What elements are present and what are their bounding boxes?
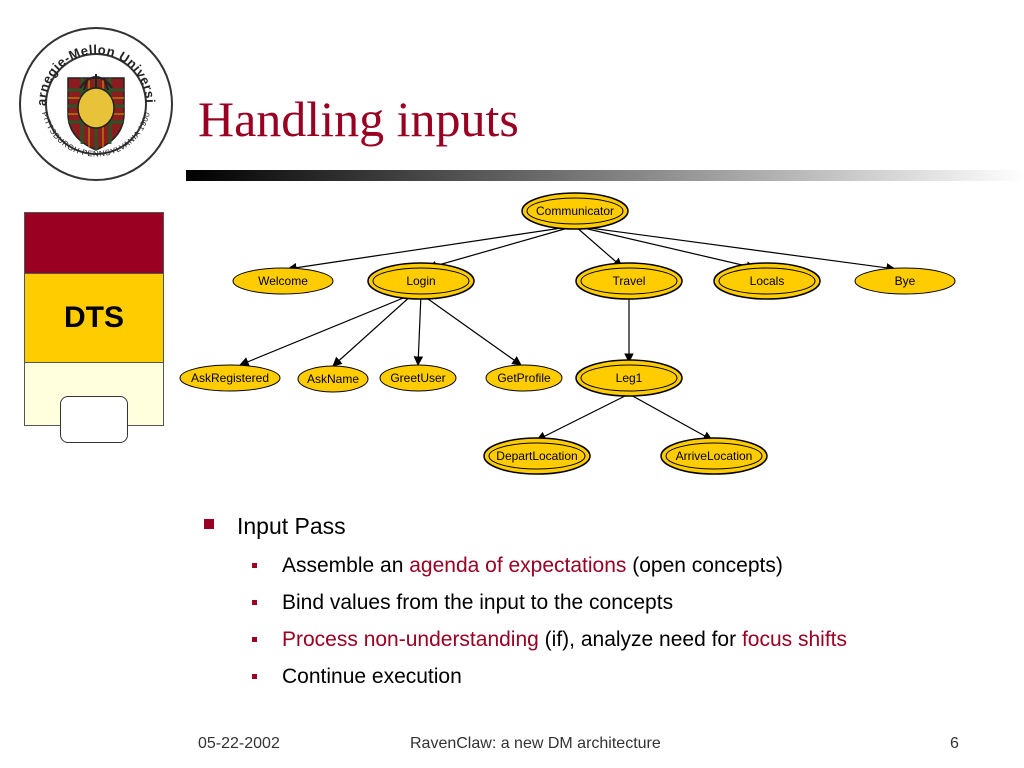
footer-title: RavenClaw: a new DM architecture — [410, 735, 661, 752]
edge-communicator-locals — [574, 225, 756, 271]
node-askname-label: AskName — [307, 372, 359, 386]
sub-bullet-list: Assemble an agenda of expectations (open… — [200, 547, 1010, 695]
title-underline — [186, 170, 1024, 181]
node-greetuser-label: GreetUser — [390, 371, 445, 385]
sub-bullet-item: Continue execution — [200, 658, 1010, 695]
node-communicator: Communicator — [521, 192, 629, 230]
dts-label: DTS — [64, 301, 124, 334]
node-askregistered: AskRegistered — [179, 364, 281, 392]
edge-leg1-departlocation — [536, 393, 630, 441]
edge-login-getprofile — [420, 293, 522, 366]
sub-bullet-text: Assemble an — [282, 553, 410, 577]
node-askregistered-label: AskRegistered — [191, 371, 269, 385]
cmu-seal-logo: Carnegie-Mellon University PITTSBURGH PE… — [18, 26, 173, 181]
small-square-bullet-icon — [252, 599, 257, 605]
node-getprofile-label: GetProfile — [497, 371, 551, 385]
node-locals: Locals — [713, 262, 821, 300]
sub-bullet-item: Bind values from the input to the concep… — [200, 584, 1010, 621]
edge-login-askname — [332, 293, 414, 367]
bullet-main-text: Input Pass — [237, 513, 346, 539]
bullet-list: Input Pass Assemble an agenda of expecta… — [200, 512, 1010, 695]
sub-bullet-item: Process non-understanding (if), analyze … — [200, 621, 1010, 658]
sub-bullet-item: Assemble an agenda of expectations (open… — [200, 547, 1010, 584]
node-locals-label: Locals — [750, 274, 785, 288]
square-bullet-icon — [204, 519, 214, 529]
node-greetuser: GreetUser — [379, 364, 457, 392]
slide-title: Handling inputs — [198, 91, 519, 147]
small-square-bullet-icon — [252, 562, 257, 568]
edge-communicator-bye — [574, 225, 896, 273]
bullet-main: Input Pass — [200, 512, 1010, 542]
node-login: Login — [367, 262, 475, 300]
node-askname: AskName — [297, 365, 369, 393]
node-getprofile: GetProfile — [485, 364, 563, 392]
node-communicator-label: Communicator — [536, 204, 614, 218]
edge-login-askregistered — [239, 293, 414, 367]
dts-top-block — [25, 213, 163, 274]
sub-bullet-highlight: Process non-understanding — [282, 627, 539, 651]
edge-communicator-travel — [574, 225, 623, 268]
node-arrivelocation-label: ArriveLocation — [676, 449, 753, 463]
sub-bullet-text: (if), analyze need for — [538, 627, 742, 651]
node-leg1-label: Leg1 — [616, 371, 643, 385]
edge-communicator-welcome — [287, 225, 576, 273]
node-travel-label: Travel — [613, 274, 646, 288]
sub-bullet-highlight: focus shifts — [741, 627, 847, 651]
node-departlocation-label: DepartLocation — [496, 449, 577, 463]
dts-input-box — [60, 396, 128, 443]
sub-bullet-highlight: agenda of expectations — [409, 553, 627, 577]
node-bye: Bye — [854, 267, 956, 295]
edge-login-greetuser — [413, 293, 424, 366]
footer-page-number: 6 — [950, 735, 959, 752]
node-leg1: Leg1 — [575, 359, 683, 397]
dts-stack: DTS — [24, 212, 164, 426]
node-welcome: Welcome — [232, 267, 334, 295]
sub-bullet-text: Continue execution — [282, 664, 462, 688]
sub-bullet-text: Bind values from the input to the concep… — [282, 590, 674, 614]
footer-date: 05-22-2002 — [198, 735, 280, 752]
dts-middle-block: DTS — [25, 274, 163, 363]
edge-communicator-login — [427, 225, 576, 271]
node-bye-label: Bye — [895, 274, 916, 288]
edge-leg1-arrivelocation — [628, 393, 713, 441]
small-square-bullet-icon — [252, 636, 257, 642]
node-travel: Travel — [575, 262, 683, 300]
small-square-bullet-icon — [252, 673, 257, 679]
node-login-label: Login — [406, 274, 435, 288]
node-welcome-label: Welcome — [258, 274, 308, 288]
node-departlocation: DepartLocation — [483, 437, 591, 475]
node-arrivelocation: ArriveLocation — [660, 437, 768, 475]
sub-bullet-text: (open concepts) — [626, 553, 783, 577]
